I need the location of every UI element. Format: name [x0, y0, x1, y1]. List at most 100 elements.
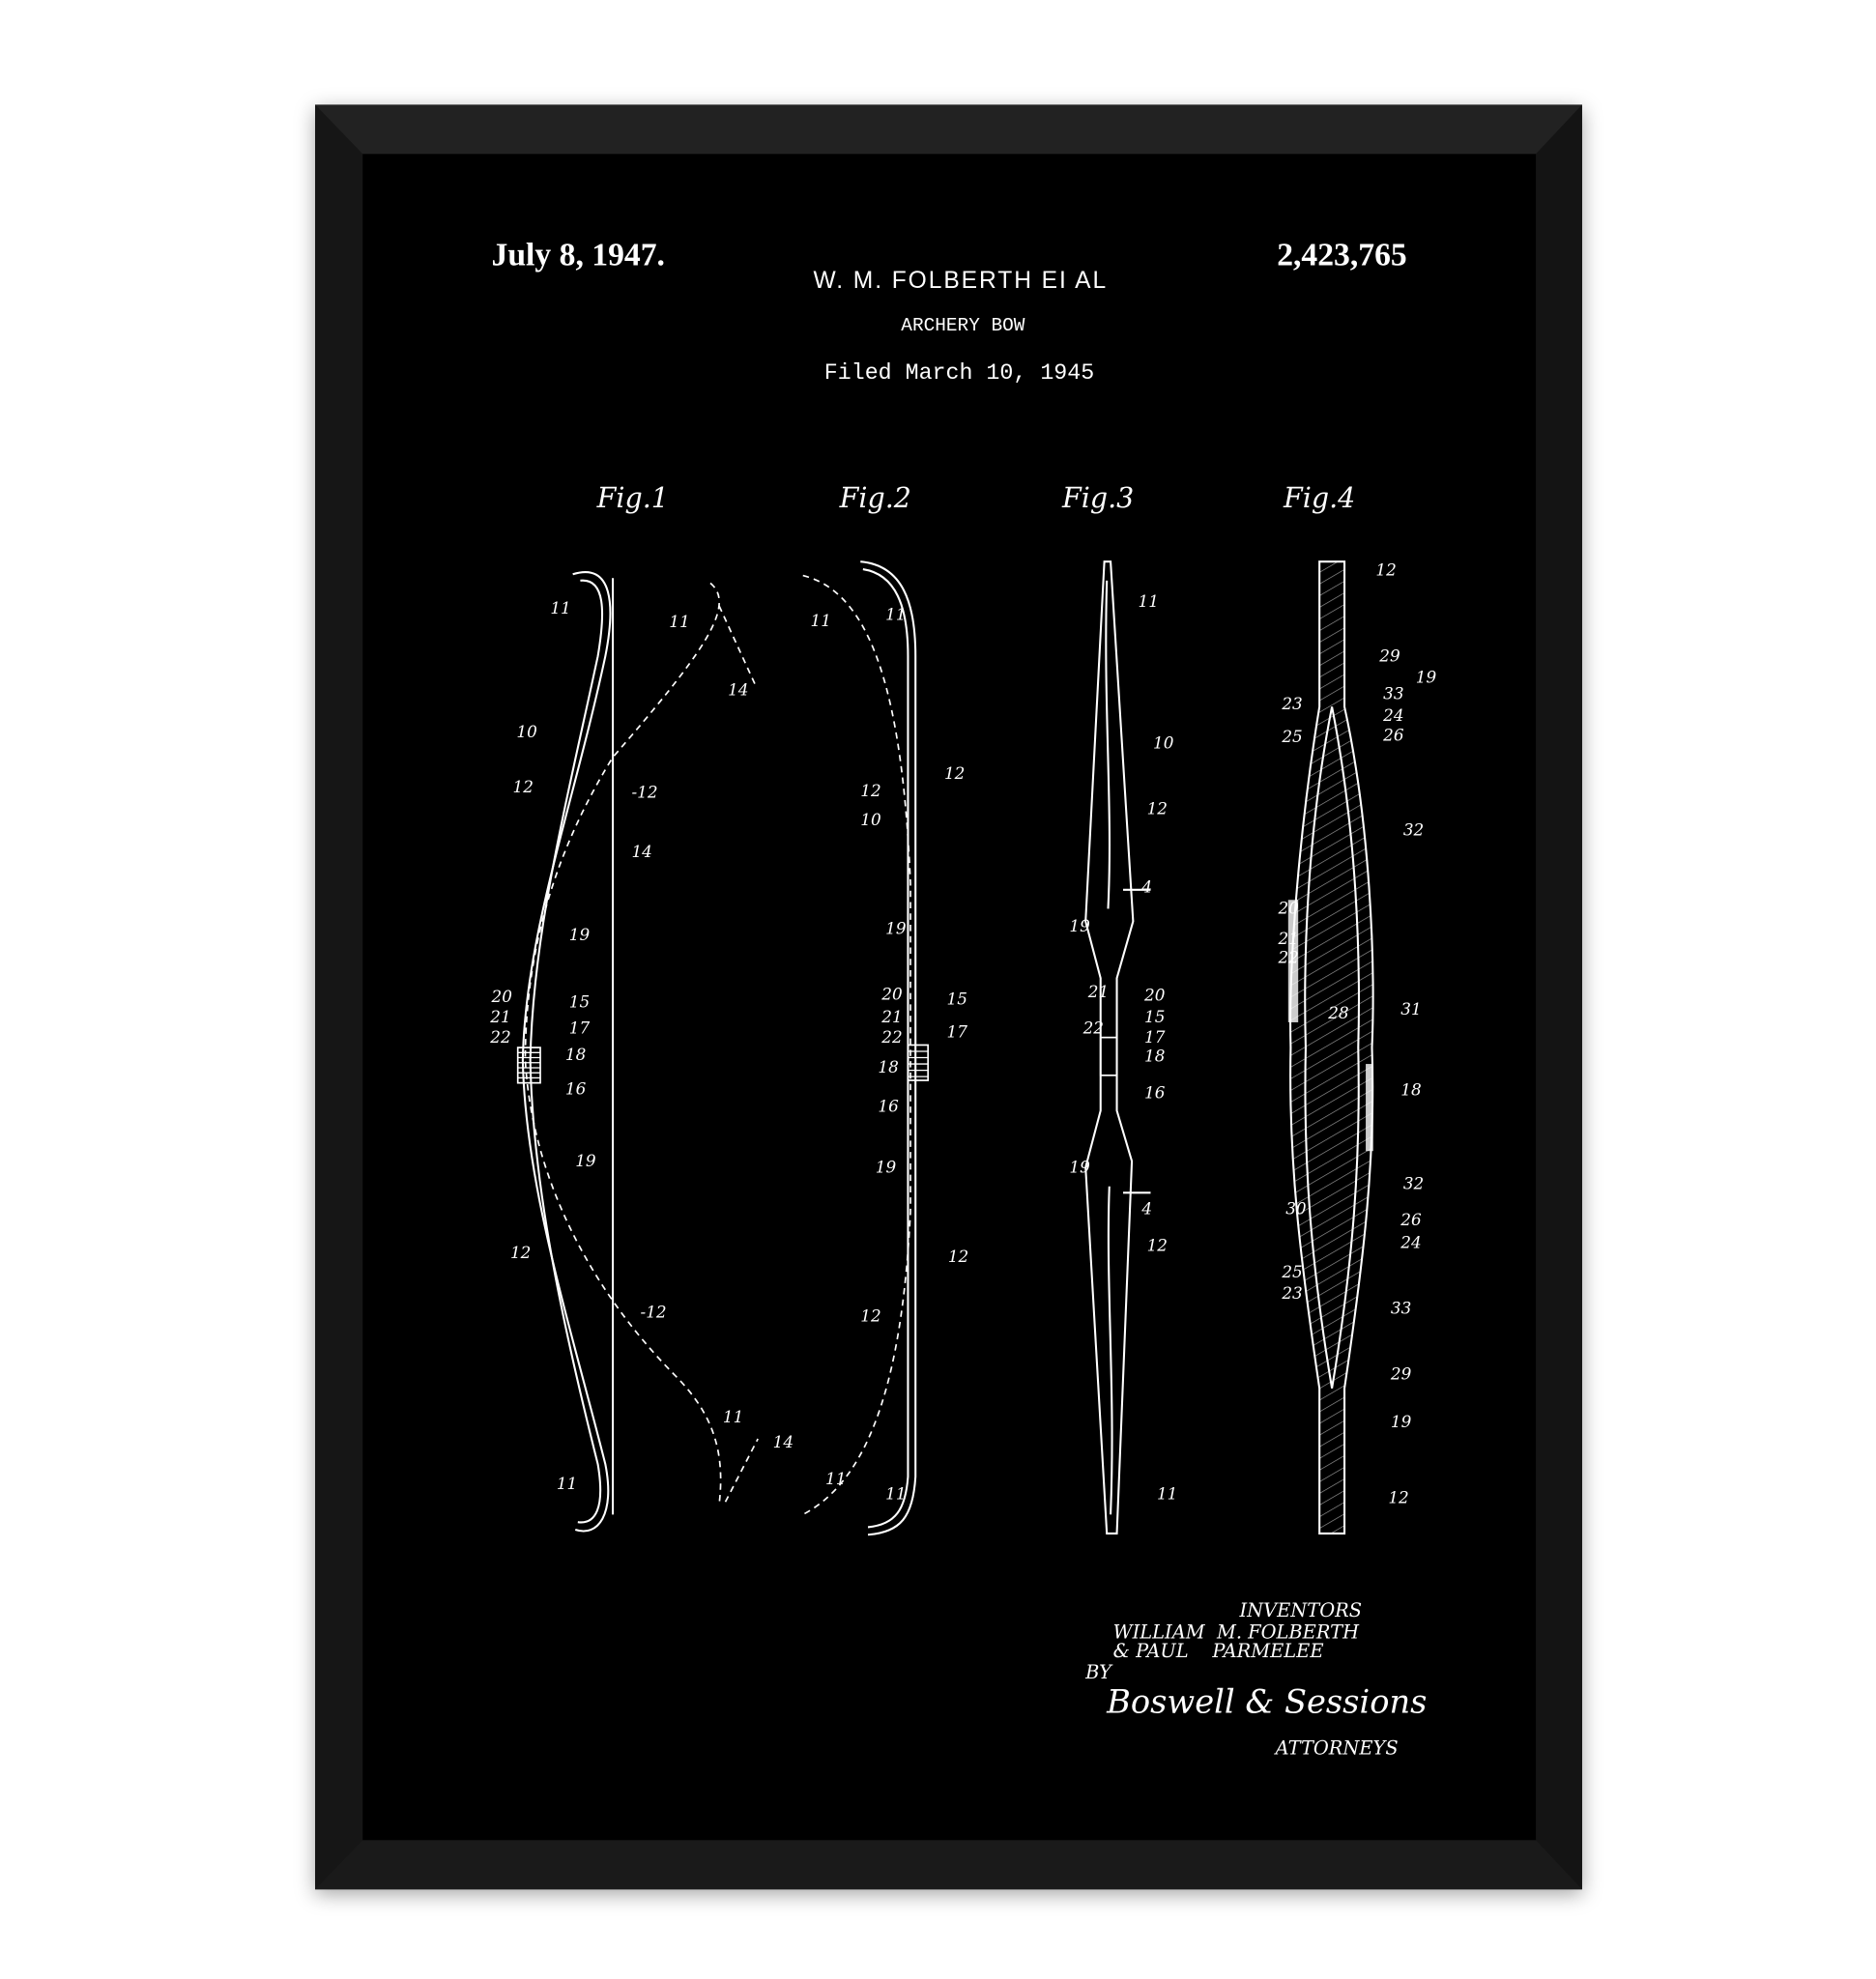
- reference-numeral: 14: [631, 842, 651, 861]
- reference-numeral: 11: [550, 598, 570, 617]
- reference-numeral: 23: [1281, 694, 1302, 713]
- reference-numeral: 12: [860, 1305, 880, 1325]
- reference-numeral: 22: [1277, 947, 1298, 966]
- reference-numeral: 11: [885, 604, 906, 623]
- reference-numeral: 31: [1400, 999, 1421, 1018]
- reference-numeral: 17: [1144, 1027, 1166, 1047]
- reference-numeral: 20: [1277, 899, 1299, 918]
- reference-numeral: 29: [1378, 645, 1400, 665]
- reference-numeral: 11: [669, 612, 689, 631]
- reference-numeral: 19: [575, 1151, 596, 1170]
- reference-numeral: 25: [1281, 1262, 1302, 1281]
- reference-numeral: 11: [723, 1407, 743, 1426]
- reference-numeral: 19: [876, 1157, 897, 1176]
- reference-numeral: 15: [1144, 1007, 1165, 1026]
- reference-numeral: 10: [860, 810, 881, 829]
- reference-numeral: 12: [944, 763, 965, 783]
- signature-block: INVENTORS WILLIAM M. FOLBERTH & PAUL PAR…: [1084, 1599, 1427, 1759]
- reference-numeral: 12: [1147, 1235, 1168, 1254]
- inventors-heading: INVENTORS: [1238, 1599, 1362, 1621]
- reference-numeral: 16: [1144, 1082, 1166, 1102]
- inventor-names-line-2: & PAUL PARMELEE: [1113, 1640, 1324, 1662]
- reference-numeral: 26: [1400, 1210, 1422, 1229]
- reference-numeral: 28: [1327, 1003, 1349, 1022]
- filed-date: Filed March 10, 1945: [824, 361, 1094, 387]
- reference-numeral: 23: [1281, 1283, 1302, 1303]
- reference-numeral: 19: [1069, 916, 1090, 935]
- figure-3-drawing: [1084, 560, 1151, 1534]
- reference-numeral: 15: [947, 990, 967, 1009]
- reference-numeral: 12: [1147, 798, 1168, 817]
- reference-numeral: 16: [878, 1097, 899, 1116]
- reference-numeral: 20: [1143, 986, 1166, 1005]
- reference-numeral: 21: [489, 1007, 510, 1026]
- figure-1-drawing: [516, 571, 759, 1533]
- patent-date: July 8, 1947.: [492, 237, 665, 272]
- reference-numerals: 11 10 12 -12 14 19 20 15 21 17 22 18 16 19 12 -12 11 11 14…: [489, 560, 1436, 1507]
- reference-numeral: 33: [1383, 684, 1403, 703]
- reference-numeral: 17: [947, 1022, 968, 1042]
- reference-numeral: 14: [773, 1432, 794, 1451]
- reference-numeral: 11: [811, 611, 831, 630]
- reference-numeral: 21: [1277, 929, 1298, 948]
- reference-numeral: 18: [1144, 1046, 1166, 1065]
- patent-number: 2,423,765: [1277, 237, 1407, 272]
- reference-numeral: 18: [1400, 1080, 1422, 1100]
- reference-numeral: 11: [1139, 591, 1159, 611]
- reference-numeral: 19: [1391, 1412, 1412, 1431]
- figure-1-label: Fig.1: [596, 481, 669, 514]
- reference-numeral: 19: [569, 925, 591, 944]
- figure-3-label: Fig.3: [1061, 481, 1134, 514]
- reference-numeral: 30: [1285, 1198, 1307, 1218]
- reference-numeral: 20: [880, 984, 903, 1003]
- figure-4-drawing: [1287, 560, 1374, 1534]
- reference-numeral: 10: [1153, 732, 1174, 752]
- reference-numeral: 29: [1390, 1364, 1412, 1384]
- reference-numeral: 32: [1403, 1173, 1424, 1192]
- reference-numeral: 32: [1403, 820, 1424, 840]
- reference-numeral: 12: [1375, 560, 1396, 580]
- attorney-signature: Boswell & Sessions: [1106, 1682, 1427, 1720]
- reference-numeral: 12: [513, 777, 534, 796]
- reference-numeral: 24: [1382, 705, 1403, 725]
- reference-numeral: 19: [885, 918, 907, 937]
- figure-2-drawing: [802, 560, 929, 1536]
- reference-numeral: 12: [948, 1247, 968, 1266]
- reference-numeral: 22: [880, 1027, 902, 1047]
- figure-4-label: Fig.4: [1283, 481, 1355, 514]
- reference-numeral: 18: [878, 1057, 899, 1076]
- reference-numeral: -12: [641, 1303, 667, 1322]
- by-label: BY: [1084, 1661, 1113, 1683]
- patent-title: ARCHERY BOW: [901, 315, 1025, 336]
- reference-numeral: 16: [565, 1078, 587, 1098]
- reference-numeral: 18: [565, 1045, 587, 1064]
- reference-numeral: 15: [569, 991, 590, 1011]
- reference-numeral: 14: [728, 680, 748, 700]
- attorneys-label: ATTORNEYS: [1274, 1736, 1399, 1759]
- reference-numeral: 24: [1400, 1233, 1421, 1252]
- reference-numeral: 19: [1416, 668, 1437, 687]
- figure-2-label: Fig.2: [839, 481, 911, 514]
- reference-numeral: 12: [860, 781, 880, 800]
- reference-numeral: 4: [1140, 876, 1152, 896]
- reference-numeral: 17: [569, 1018, 591, 1038]
- reference-numeral: 11: [557, 1474, 577, 1493]
- reference-numeral: -12: [631, 782, 657, 801]
- reference-numeral: 12: [510, 1243, 531, 1262]
- reference-numeral: 11: [825, 1469, 846, 1488]
- inventor-names-line-1: WILLIAM M. FOLBERTH: [1113, 1620, 1360, 1643]
- reference-numeral: 25: [1281, 727, 1302, 746]
- reference-numeral: 19: [1069, 1157, 1090, 1176]
- reference-numeral: 22: [1082, 1018, 1104, 1038]
- inventor-line: W. M. FOLBERTH EI AL: [813, 268, 1108, 294]
- reference-numeral: 11: [885, 1484, 906, 1504]
- reference-numeral: 33: [1391, 1299, 1411, 1318]
- reference-numeral: 21: [1087, 982, 1109, 1001]
- reference-numeral: 26: [1382, 726, 1404, 745]
- reference-numeral: 20: [491, 987, 513, 1006]
- reference-numeral: 12: [1388, 1488, 1408, 1507]
- reference-numeral: 4: [1140, 1198, 1152, 1218]
- reference-numeral: 22: [489, 1027, 510, 1047]
- reference-numeral: 21: [880, 1007, 902, 1026]
